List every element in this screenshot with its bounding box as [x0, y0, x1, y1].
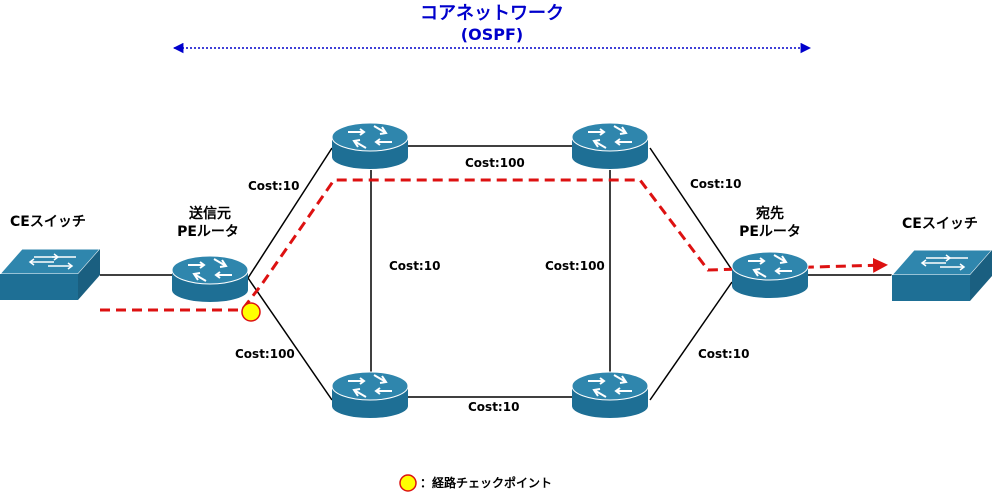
- router-pe-dst: [731, 251, 809, 298]
- title-sub: (OSPF): [461, 25, 523, 44]
- cost-label-pe-src-top: Cost:10: [248, 179, 299, 193]
- cost-label-pe-src-bottom: Cost:100: [235, 347, 295, 361]
- legend-text: ：経路チェックポイント: [420, 475, 552, 490]
- router-core-top-left: [331, 122, 409, 169]
- pe-src-label-line1: 送信元: [188, 205, 231, 222]
- cost-label-core-right: Cost:100: [545, 259, 605, 273]
- link-core-top-right-pe-dst: [649, 147, 733, 271]
- ce-right-label: CEスイッチ: [902, 216, 978, 232]
- router-core-top-right: [571, 122, 649, 169]
- title-main: コアネットワーク: [420, 3, 564, 24]
- switch-ce-left: [0, 248, 102, 300]
- link-pe-src-core-top-left: [247, 147, 333, 279]
- pe-src-label-line2: PEルータ: [177, 224, 239, 240]
- link-core-bottom-right-pe-dst: [649, 281, 733, 401]
- cost-label-core-left: Cost:10: [389, 259, 440, 273]
- cost-label-pe-dst-bottom: Cost:10: [698, 347, 749, 361]
- route-checkpoint-marker: [241, 302, 261, 322]
- pe-dst-label-line1: 宛先: [755, 205, 784, 222]
- cost-label-core-top: Cost:100: [465, 156, 525, 170]
- route-path: [100, 178, 888, 312]
- router-core-bottom-right: [571, 371, 649, 418]
- cost-label-core-bottom: Cost:10: [468, 400, 519, 414]
- links: [100, 145, 892, 401]
- cost-label-pe-dst-top: Cost:10: [690, 177, 741, 191]
- router-core-bottom-left: [331, 371, 409, 418]
- legend-checkpoint-icon: [399, 474, 417, 492]
- ce-left-label: CEスイッチ: [10, 214, 86, 230]
- pe-dst-label-line2: PEルータ: [739, 224, 801, 240]
- switch-ce-right: [890, 249, 993, 301]
- link-pe-src-core-bottom-left: [247, 277, 333, 401]
- router-pe-src: [171, 255, 249, 302]
